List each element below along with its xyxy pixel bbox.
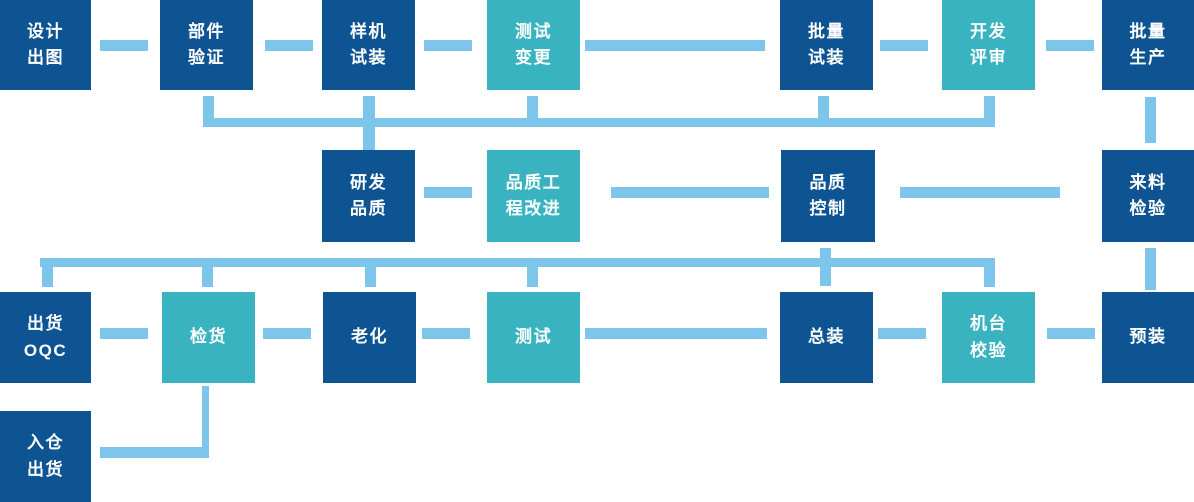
- edge-component-to-prototype: [265, 40, 313, 51]
- edge-drop-testing: [527, 266, 538, 287]
- node-batch-trial-assembly: 批量 试装: [780, 0, 873, 90]
- edge-top-bus: [203, 118, 995, 127]
- edge-calibration-to-preassembly: [1047, 328, 1095, 339]
- edge-finalassembly-to-calibration: [878, 328, 926, 339]
- edge-drop-aging: [365, 266, 376, 287]
- node-shipment-oqc: 出货 OQC: [0, 292, 91, 383]
- node-component-verification: 部件 验证: [160, 0, 253, 90]
- node-warehouse-shipping: 入仓 出货: [0, 411, 91, 502]
- node-incoming-inspection: 来料 检验: [1102, 150, 1194, 242]
- edge-goodsinspection-down: [202, 386, 209, 458]
- node-testing: 测试: [487, 292, 580, 383]
- node-design-drawing: 设计 出图: [0, 0, 91, 90]
- node-mass-production: 批量 生产: [1102, 0, 1194, 90]
- node-development-review: 开发 评审: [942, 0, 1035, 90]
- edge-testing-to-finalassembly: [585, 328, 767, 339]
- edge-drop-machine-calibration: [984, 258, 995, 287]
- edge-drop-component-verification: [203, 96, 214, 118]
- node-rd-quality: 研发 品质: [322, 150, 415, 242]
- edge-qualitycontrol-to-finalassembly: [820, 248, 831, 286]
- edge-qualitycontrol-to-incoming: [900, 187, 1060, 198]
- edge-batchtrial-to-devreview: [880, 40, 928, 51]
- edge-prototype-to-testchange: [424, 40, 472, 51]
- node-aging: 老化: [323, 292, 416, 383]
- edge-drop-development-review: [984, 96, 995, 127]
- node-pre-assembly: 预装: [1102, 292, 1194, 383]
- node-prototype-trial-assembly: 样机 试装: [322, 0, 415, 90]
- edge-drop-batch-trial: [818, 96, 829, 118]
- node-goods-inspection: 检货: [162, 292, 255, 383]
- node-quality-control: 品质 控制: [781, 150, 875, 242]
- node-final-assembly: 总装: [780, 292, 873, 383]
- edge-massprod-to-incoming: [1145, 97, 1156, 143]
- edge-goodsinspection-to-aging: [263, 328, 311, 339]
- node-machine-calibration: 机台 校验: [942, 292, 1035, 383]
- edge-aging-to-testing: [422, 328, 470, 339]
- node-test-change: 测试 变更: [487, 0, 580, 90]
- edge-rdquality-to-qei: [424, 187, 472, 198]
- edge-drop-test-change: [527, 96, 538, 118]
- edge-testchange-to-batchtrial: [585, 40, 765, 51]
- edge-drop-goods-inspection: [202, 266, 213, 287]
- edge-devreview-to-massprod: [1046, 40, 1094, 51]
- edge-design-to-component: [100, 40, 148, 51]
- node-quality-engineering-improvement: 品质工 程改进: [487, 150, 580, 242]
- edge-bottom-bus: [40, 258, 995, 267]
- edge-qei-to-qualitycontrol: [611, 187, 769, 198]
- edge-incoming-to-preassembly: [1145, 248, 1156, 290]
- edge-drop-prototype-to-rdquality: [363, 96, 375, 150]
- edge-oqc-to-goodsinspection: [100, 328, 148, 339]
- edge-goodsinspection-to-warehouse: [100, 447, 208, 458]
- edge-drop-shipment-oqc: [42, 266, 53, 287]
